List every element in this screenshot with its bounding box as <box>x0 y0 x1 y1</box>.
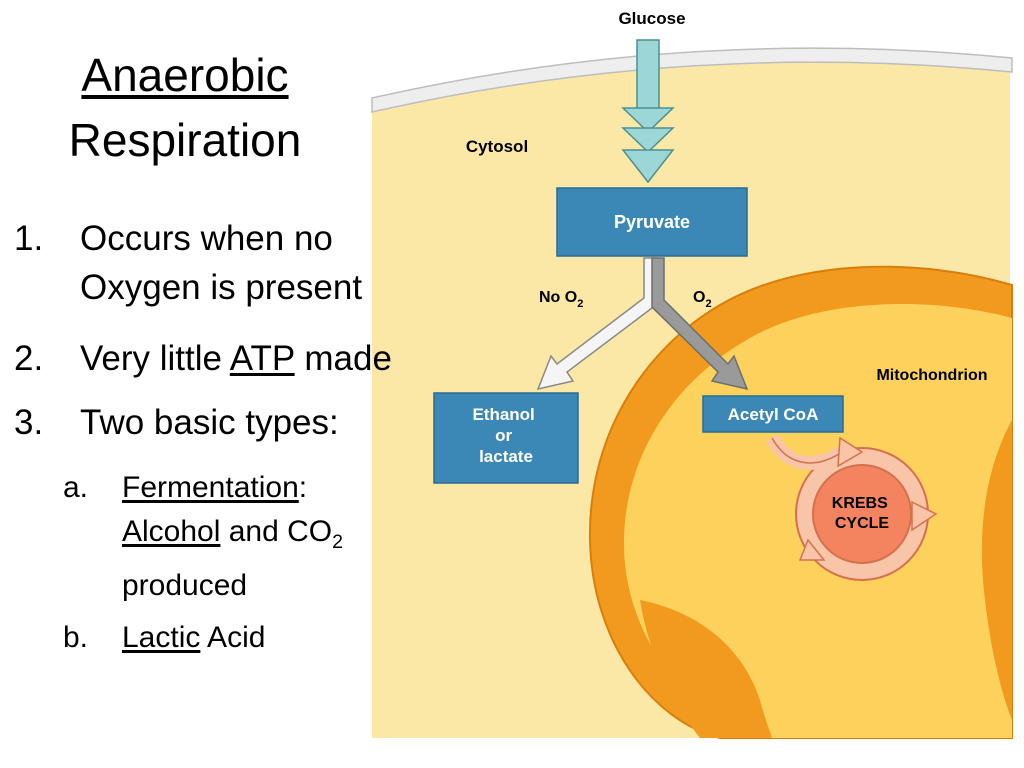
ethanol-label: Ethanol or lactate <box>472 405 539 466</box>
ethanol-box <box>433 392 579 484</box>
fermentation-term: Fermentation <box>122 471 299 504</box>
slide-title-line1: Anaerobic <box>81 49 289 101</box>
cristae <box>640 420 1012 738</box>
list-number: 3. <box>14 403 44 442</box>
pyruvate-label: Pyruvate <box>614 212 690 232</box>
o2-label: O2 <box>693 289 712 310</box>
cell-membrane <box>371 47 1013 113</box>
list-text: Two basic types: <box>80 403 339 442</box>
o2-arrow <box>651 257 749 391</box>
lactic-term: Lactic <box>122 621 201 654</box>
alcohol-term: Alcohol <box>122 515 221 548</box>
list-number: 2. <box>14 339 44 378</box>
list-number: 1. <box>14 219 44 258</box>
krebs-label: KREBS CYCLE <box>832 495 892 532</box>
glucose-label: Glucose <box>618 9 685 28</box>
krebs-cycle <box>765 434 938 581</box>
sub-text: Lactic Acid <box>122 621 266 654</box>
glucose-arrow <box>621 39 675 184</box>
slide-title-line2: Respiration <box>68 114 302 166</box>
no-o2-label: No O2 <box>539 289 583 310</box>
acetyl-coa-box <box>702 395 844 433</box>
pyruvate-box <box>556 187 748 257</box>
list-text: Occurs when no Oxygen is present <box>80 219 363 307</box>
cytosol-label: Cytosol <box>466 137 528 156</box>
mitochondrion-label: Mitochondrion <box>876 367 987 384</box>
list-text: Very little ATP made <box>80 339 392 378</box>
sub-number: b. <box>63 621 89 654</box>
acetyl-coa-label: Acetyl CoA <box>728 405 819 424</box>
sub-number: a. <box>63 471 89 504</box>
atp-term: ATP <box>229 339 295 378</box>
